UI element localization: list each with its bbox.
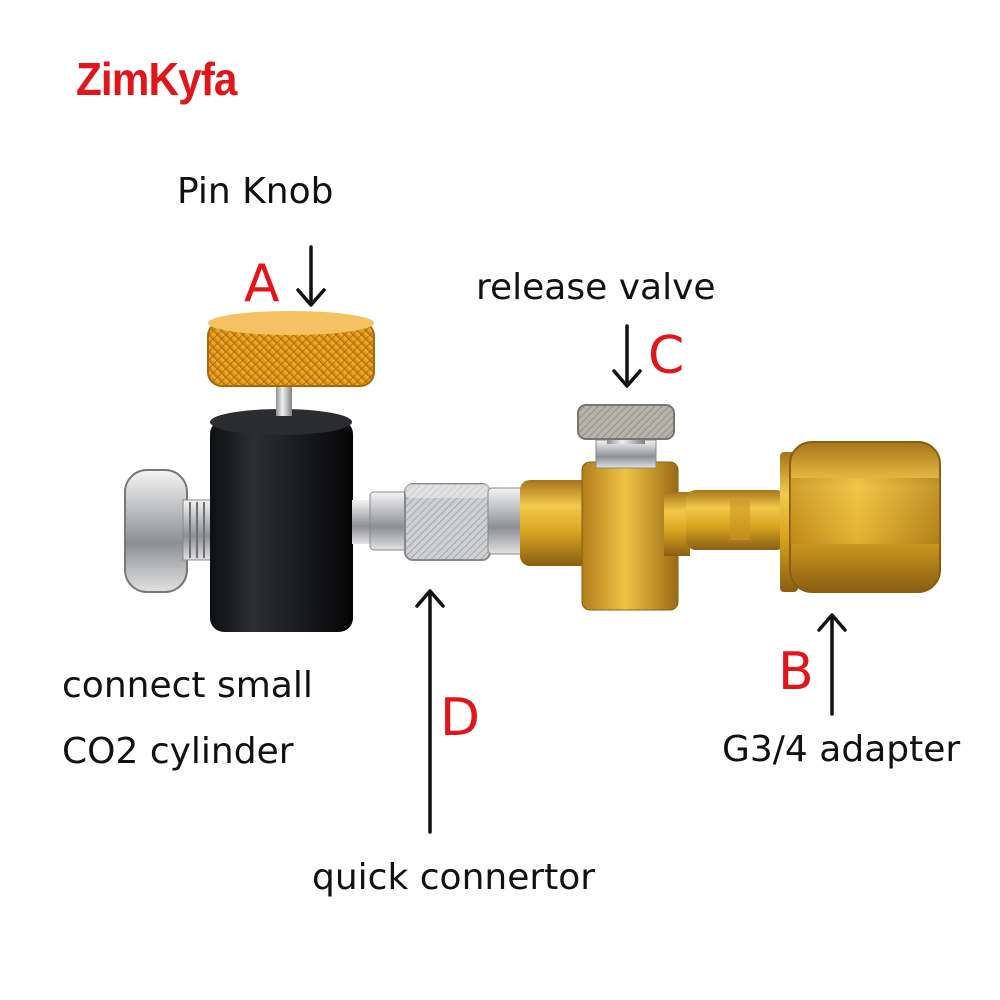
letter-d: D [440, 688, 481, 748]
label-connect-line1: connect small [62, 665, 313, 706]
orange-pin-knob [207, 311, 375, 387]
g34-adapter-nut [780, 441, 941, 593]
label-connect-line2: CO2 cylinder [62, 731, 294, 772]
label-release-valve: release valve [476, 267, 716, 308]
brand-logo: ZimKyfa [76, 53, 237, 105]
arrow-a [296, 245, 326, 307]
label-g34-adapter: G3/4 adapter [722, 729, 961, 770]
letter-b: B [778, 642, 814, 702]
release-valve-knob [577, 404, 675, 469]
letter-a: A [244, 254, 280, 314]
pin-stem [276, 384, 292, 416]
left-chrome-nut [124, 469, 220, 593]
arrow-d [415, 589, 445, 834]
arrow-c [612, 324, 642, 388]
label-pin-knob: Pin Knob [177, 171, 334, 212]
black-valve-body [210, 409, 353, 632]
brass-valve-body [520, 461, 690, 611]
label-quick-connector: quick connertor [312, 857, 596, 898]
letter-c: C [648, 326, 685, 386]
arrow-b [817, 613, 847, 716]
quick-connector-sleeve [404, 483, 491, 561]
small-fitting [352, 500, 374, 544]
